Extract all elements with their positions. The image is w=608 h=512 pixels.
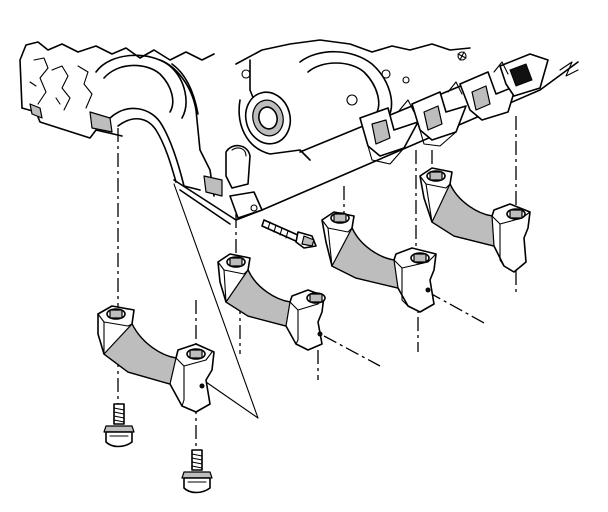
main-bearing-cap-2 (217, 253, 326, 351)
main-cap-bolt-2 (181, 449, 213, 494)
main-bearing-cap-1 (97, 305, 215, 413)
main-bearing-cap-3 (321, 211, 437, 313)
engine-block (19, 39, 579, 225)
side-bolt (261, 219, 317, 249)
main-bearing-cap-4 (419, 167, 531, 273)
main-cap-bolt-1 (103, 403, 135, 448)
